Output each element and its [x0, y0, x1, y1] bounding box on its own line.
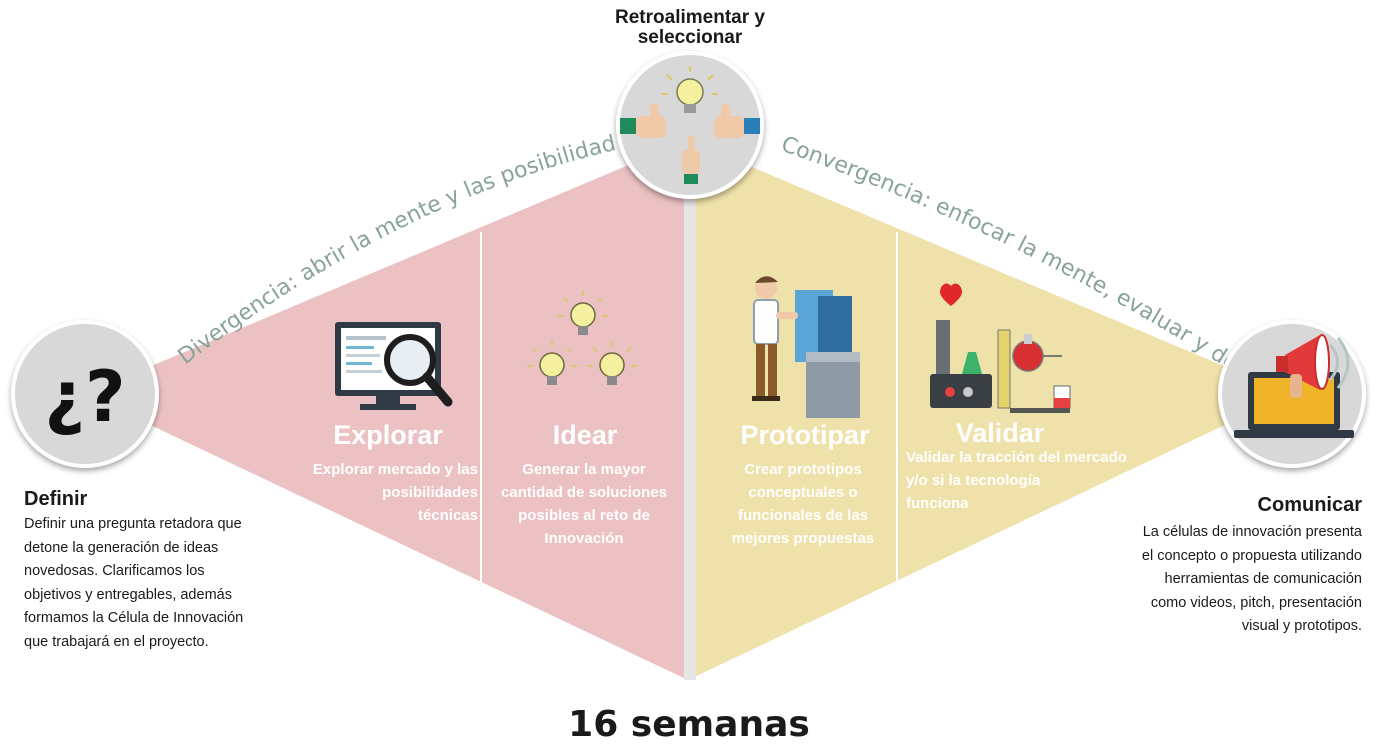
explore-line: Explorar mercado y las: [312, 461, 478, 478]
communicate-line: visual y prototipos.: [1241, 618, 1362, 634]
feedback-title-line2: seleccionar: [637, 27, 743, 48]
feedback-title: Retroalimentar y seleccionar: [560, 8, 820, 48]
prototype-line: mejores propuestas: [731, 530, 875, 547]
communicate-line: como videos, pitch, presentación: [1150, 594, 1362, 611]
communicate-title: Comunicar: [1257, 494, 1362, 516]
validate-line: funciona: [906, 495, 969, 512]
prototype-title: Prototipar: [740, 420, 870, 450]
explore-line: posibilidades: [382, 484, 478, 501]
communicate-line: el concepto o propuesta utilizando: [1141, 547, 1362, 564]
ideate-line: cantidad de soluciones: [501, 484, 667, 501]
ideate-description: Generar la mayor cantidad de soluciones …: [488, 458, 680, 550]
define-title: Definir: [24, 488, 88, 510]
center-divider: [684, 140, 696, 680]
validate-line: y/o si la tecnología: [906, 472, 1041, 489]
define-line: Definir una pregunta retadora que: [24, 516, 242, 532]
communicate-line: La células de innovación presenta: [1142, 524, 1362, 540]
prototype-line: funcionales de las: [737, 507, 869, 524]
ideate-line: Generar la mayor: [522, 461, 646, 478]
ideate-line: posibles al reto de: [518, 507, 650, 524]
communicate-description: La células de innovación presenta el con…: [1070, 521, 1362, 639]
prototype-line: Crear prototipos: [744, 461, 862, 478]
define-description: Definir una pregunta retadora que detone…: [24, 513, 304, 654]
svg-text:¿?: ¿?: [44, 356, 125, 438]
explore-title: Explorar: [333, 420, 443, 450]
define-line: que trabajará en el proyecto.: [24, 633, 209, 650]
explore-line: técnicas: [417, 507, 478, 524]
question-marks-icon: ¿?: [11, 320, 159, 468]
ideate-line: Innovación: [544, 530, 624, 547]
define-line: novedosas. Clarificamos los: [24, 563, 205, 579]
lightbulbs-icon: [527, 290, 637, 385]
communicate-line: herramientas de comunicación: [1164, 571, 1362, 587]
validate-description: Validar la tracción del mercado y/o si l…: [906, 446, 1156, 515]
feedback-title-line1: Retroalimentar y: [615, 7, 765, 28]
thumbs-up-lightbulb-icon: [616, 51, 764, 199]
prototype-description: Crear prototipos conceptuales o funciona…: [712, 458, 894, 550]
prototype-line: conceptuales o: [748, 484, 858, 501]
person-building-prototype-icon: [752, 276, 860, 418]
megaphone-laptop-icon: [1218, 320, 1366, 468]
convergence-triangle: [688, 140, 1290, 680]
ideate-title: Idear: [552, 420, 618, 450]
duration-label: 16 semanas: [568, 704, 810, 745]
validate-line: Validar la tracción del mercado: [906, 449, 1127, 466]
define-line: objetivos y entregables, además: [24, 586, 232, 603]
laboratory-equipment-icon: [930, 283, 1071, 413]
explore-description: Explorar mercado y las posibilidades téc…: [268, 458, 478, 527]
define-line: formamos la Célula de Innovación: [24, 610, 244, 626]
define-line: detone la generación de ideas: [24, 539, 219, 556]
validate-title: Validar: [955, 418, 1045, 448]
monitor-magnifier-icon: [335, 322, 453, 410]
